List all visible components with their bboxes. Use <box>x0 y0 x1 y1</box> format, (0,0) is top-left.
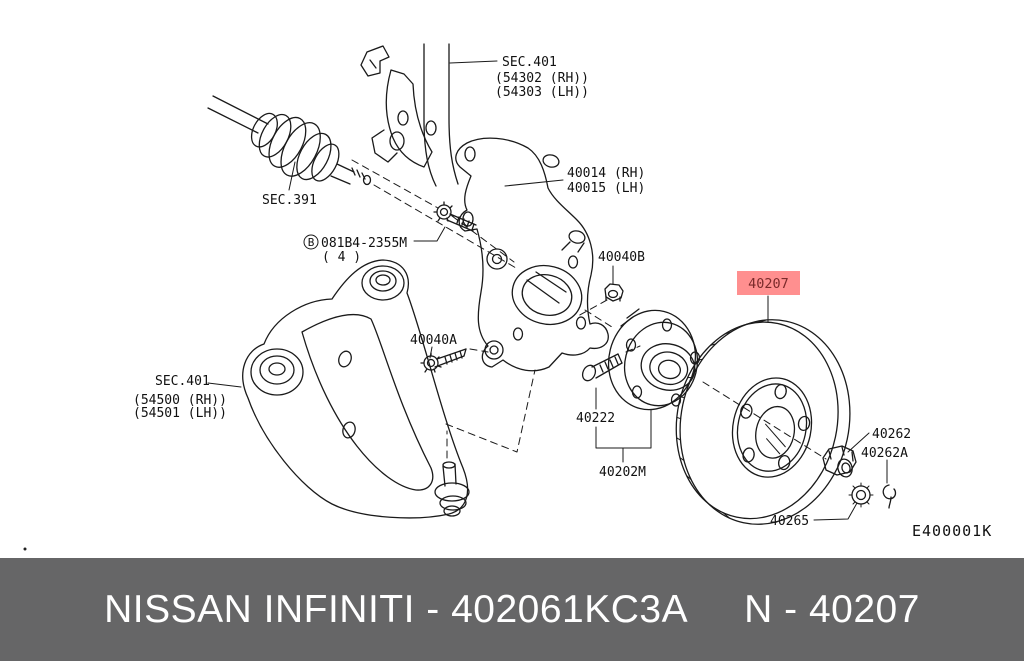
nut-40262-leader-line <box>847 432 870 453</box>
label-40207-highlighted: 40207 <box>748 276 789 292</box>
label-40262: 40262 <box>872 427 911 442</box>
label-arm-sec401: SEC.401 <box>155 374 210 389</box>
label-arm-rh: (54500 (RH)) <box>133 393 227 408</box>
circled-b-icon <box>303 234 319 250</box>
label-40262a: 40262A <box>861 446 908 461</box>
strut-drawing <box>360 43 459 187</box>
assembly-dashed-lines <box>351 159 827 460</box>
stud-hub-label-bracket <box>595 387 652 463</box>
label-40222: 40222 <box>576 411 615 426</box>
highlighted-part-label-40207[interactable]: 40207 <box>737 271 800 295</box>
arm-leader-line <box>207 382 242 388</box>
label-bolt-b-qty: ( 4 ) <box>322 250 361 265</box>
strut-leader-line <box>449 60 498 64</box>
label-strut-lh: (54303 (LH)) <box>495 85 589 100</box>
bolt-b-leader-line <box>413 226 446 242</box>
label-knuckle-lh: 40015 (LH) <box>567 181 645 196</box>
label-40040b: 40040B <box>598 250 645 265</box>
stud-40222-drawing <box>581 353 623 382</box>
bolt-081b4-drawing <box>433 201 477 232</box>
clip-40262a-drawing <box>882 484 897 509</box>
axle-leader-line <box>288 161 296 191</box>
stray-dot <box>23 547 27 551</box>
label-knuckle-rh: 40014 (RH) <box>567 166 645 181</box>
hub-drawing <box>607 308 701 411</box>
label-bolt-b-prefix: B <box>308 236 315 249</box>
label-sec391: SEC.391 <box>262 193 317 208</box>
bolt-40040a-leader-line <box>429 346 433 359</box>
cv-axle-drawing <box>207 95 372 186</box>
label-40265: 40265 <box>770 514 809 529</box>
footer-banner: NISSAN INFINITI - 402061KC3A N - 40207 <box>0 558 1024 661</box>
nut-40040b-drawing <box>604 283 624 302</box>
label-strut-rh: (54302 (RH)) <box>495 71 589 86</box>
footer-brand-part: NISSAN INFINITI - 402061KC3A <box>104 587 689 631</box>
label-strut-sec401: SEC.401 <box>502 55 557 70</box>
label-arm-lh: (54501 (LH)) <box>133 406 227 421</box>
control-arm-drawing <box>242 259 470 519</box>
label-40040a: 40040A <box>410 333 457 348</box>
washer-leader-line <box>813 502 858 521</box>
footer-part-ref: N - 40207 <box>744 587 920 631</box>
washer-40265-drawing <box>848 482 874 508</box>
rotor-drawing <box>675 319 851 525</box>
parts-diagram-canvas: SEC.391 SEC.401 (54302 (RH)) (54303 (LH)… <box>23 43 992 551</box>
nut-40262-drawing <box>822 445 857 478</box>
label-bolt-b-part: 081B4-2355M <box>321 236 407 251</box>
label-40202m: 40202M <box>599 465 646 480</box>
knuckle-leader-line <box>504 179 564 187</box>
diagram-code: E400001K <box>912 522 992 540</box>
